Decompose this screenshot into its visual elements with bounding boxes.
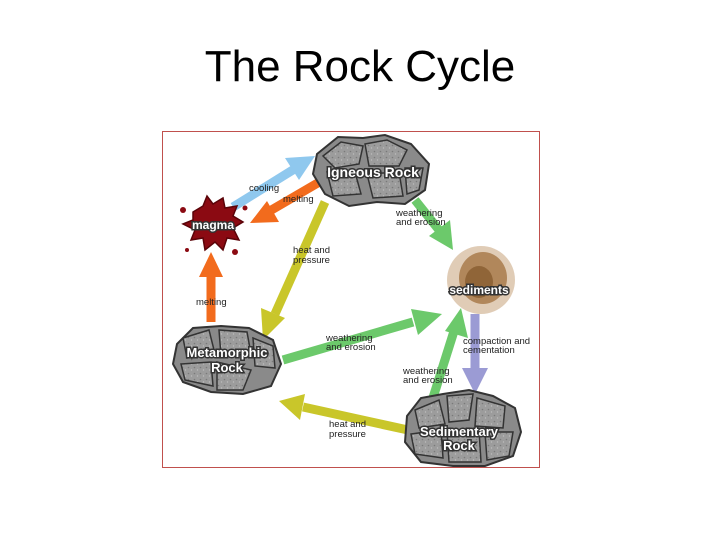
label-compaction-line2: cementation xyxy=(463,345,515,356)
metamorphic-rock-label-line1: Metamorphic xyxy=(187,345,268,360)
rock-cycle-svg: Igneous Rock magma sediments Metamor xyxy=(171,133,530,467)
arrow-melting-metamorphic-to-magma xyxy=(199,252,223,322)
label-weathering-mid-line2: and erosion xyxy=(326,342,376,353)
label-weathering-mid-line1: weathering xyxy=(325,333,372,344)
sediments-node: sediments xyxy=(447,246,515,314)
metamorphic-rock-node: Metamorphic Rock xyxy=(171,324,283,396)
arrow-heat-pressure-sedimentary-to-metamorphic xyxy=(279,394,409,435)
label-heat-pressure-top-line2: pressure xyxy=(293,255,330,266)
sedimentary-rock-label-line2: Rock xyxy=(443,438,476,453)
label-cooling: cooling xyxy=(249,183,279,194)
label-melting-left: melting xyxy=(196,297,227,308)
label-heat-pressure-bottom-line2: pressure xyxy=(329,429,366,440)
label-heat-pressure-top-line1: heat and xyxy=(293,245,330,256)
sedimentary-rock-label-line1: Sedimentary xyxy=(420,424,499,439)
label-weathering-top-line2: and erosion xyxy=(396,217,446,228)
arrow-compaction-sediments-to-sedimentary xyxy=(462,314,488,394)
rock-cycle-diagram: Igneous Rock magma sediments Metamor xyxy=(162,131,540,468)
sedimentary-rock-node: Sedimentary Rock xyxy=(403,388,523,467)
magma-node: magma xyxy=(180,194,248,255)
slide-title: The Rock Cycle xyxy=(204,42,516,91)
label-compaction-line1: compaction and xyxy=(463,336,530,347)
label-weathering-bottom-line2: and erosion xyxy=(403,375,453,386)
sediments-label: sediments xyxy=(449,283,509,297)
arrow-weathering-metamorphic-to-sediments xyxy=(281,309,442,365)
igneous-rock-node: Igneous Rock xyxy=(311,133,431,208)
magma-label: magma xyxy=(192,218,234,232)
label-weathering-top-line1: weathering xyxy=(395,208,442,219)
arrow-cooling xyxy=(230,156,315,211)
igneous-rock-label: Igneous Rock xyxy=(327,164,419,180)
arrow-weathering-sedimentary-to-sediments xyxy=(426,308,468,406)
arrow-heat-pressure-igneous-to-metamorphic xyxy=(261,200,330,340)
label-weathering-bottom-line1: weathering xyxy=(402,366,449,377)
label-heat-pressure-bottom-line1: heat and xyxy=(329,419,366,430)
metamorphic-rock-label-line2: Rock xyxy=(211,360,244,375)
label-melting-top: melting xyxy=(283,194,314,205)
arrow-weathering-igneous-to-sediments xyxy=(411,197,453,250)
